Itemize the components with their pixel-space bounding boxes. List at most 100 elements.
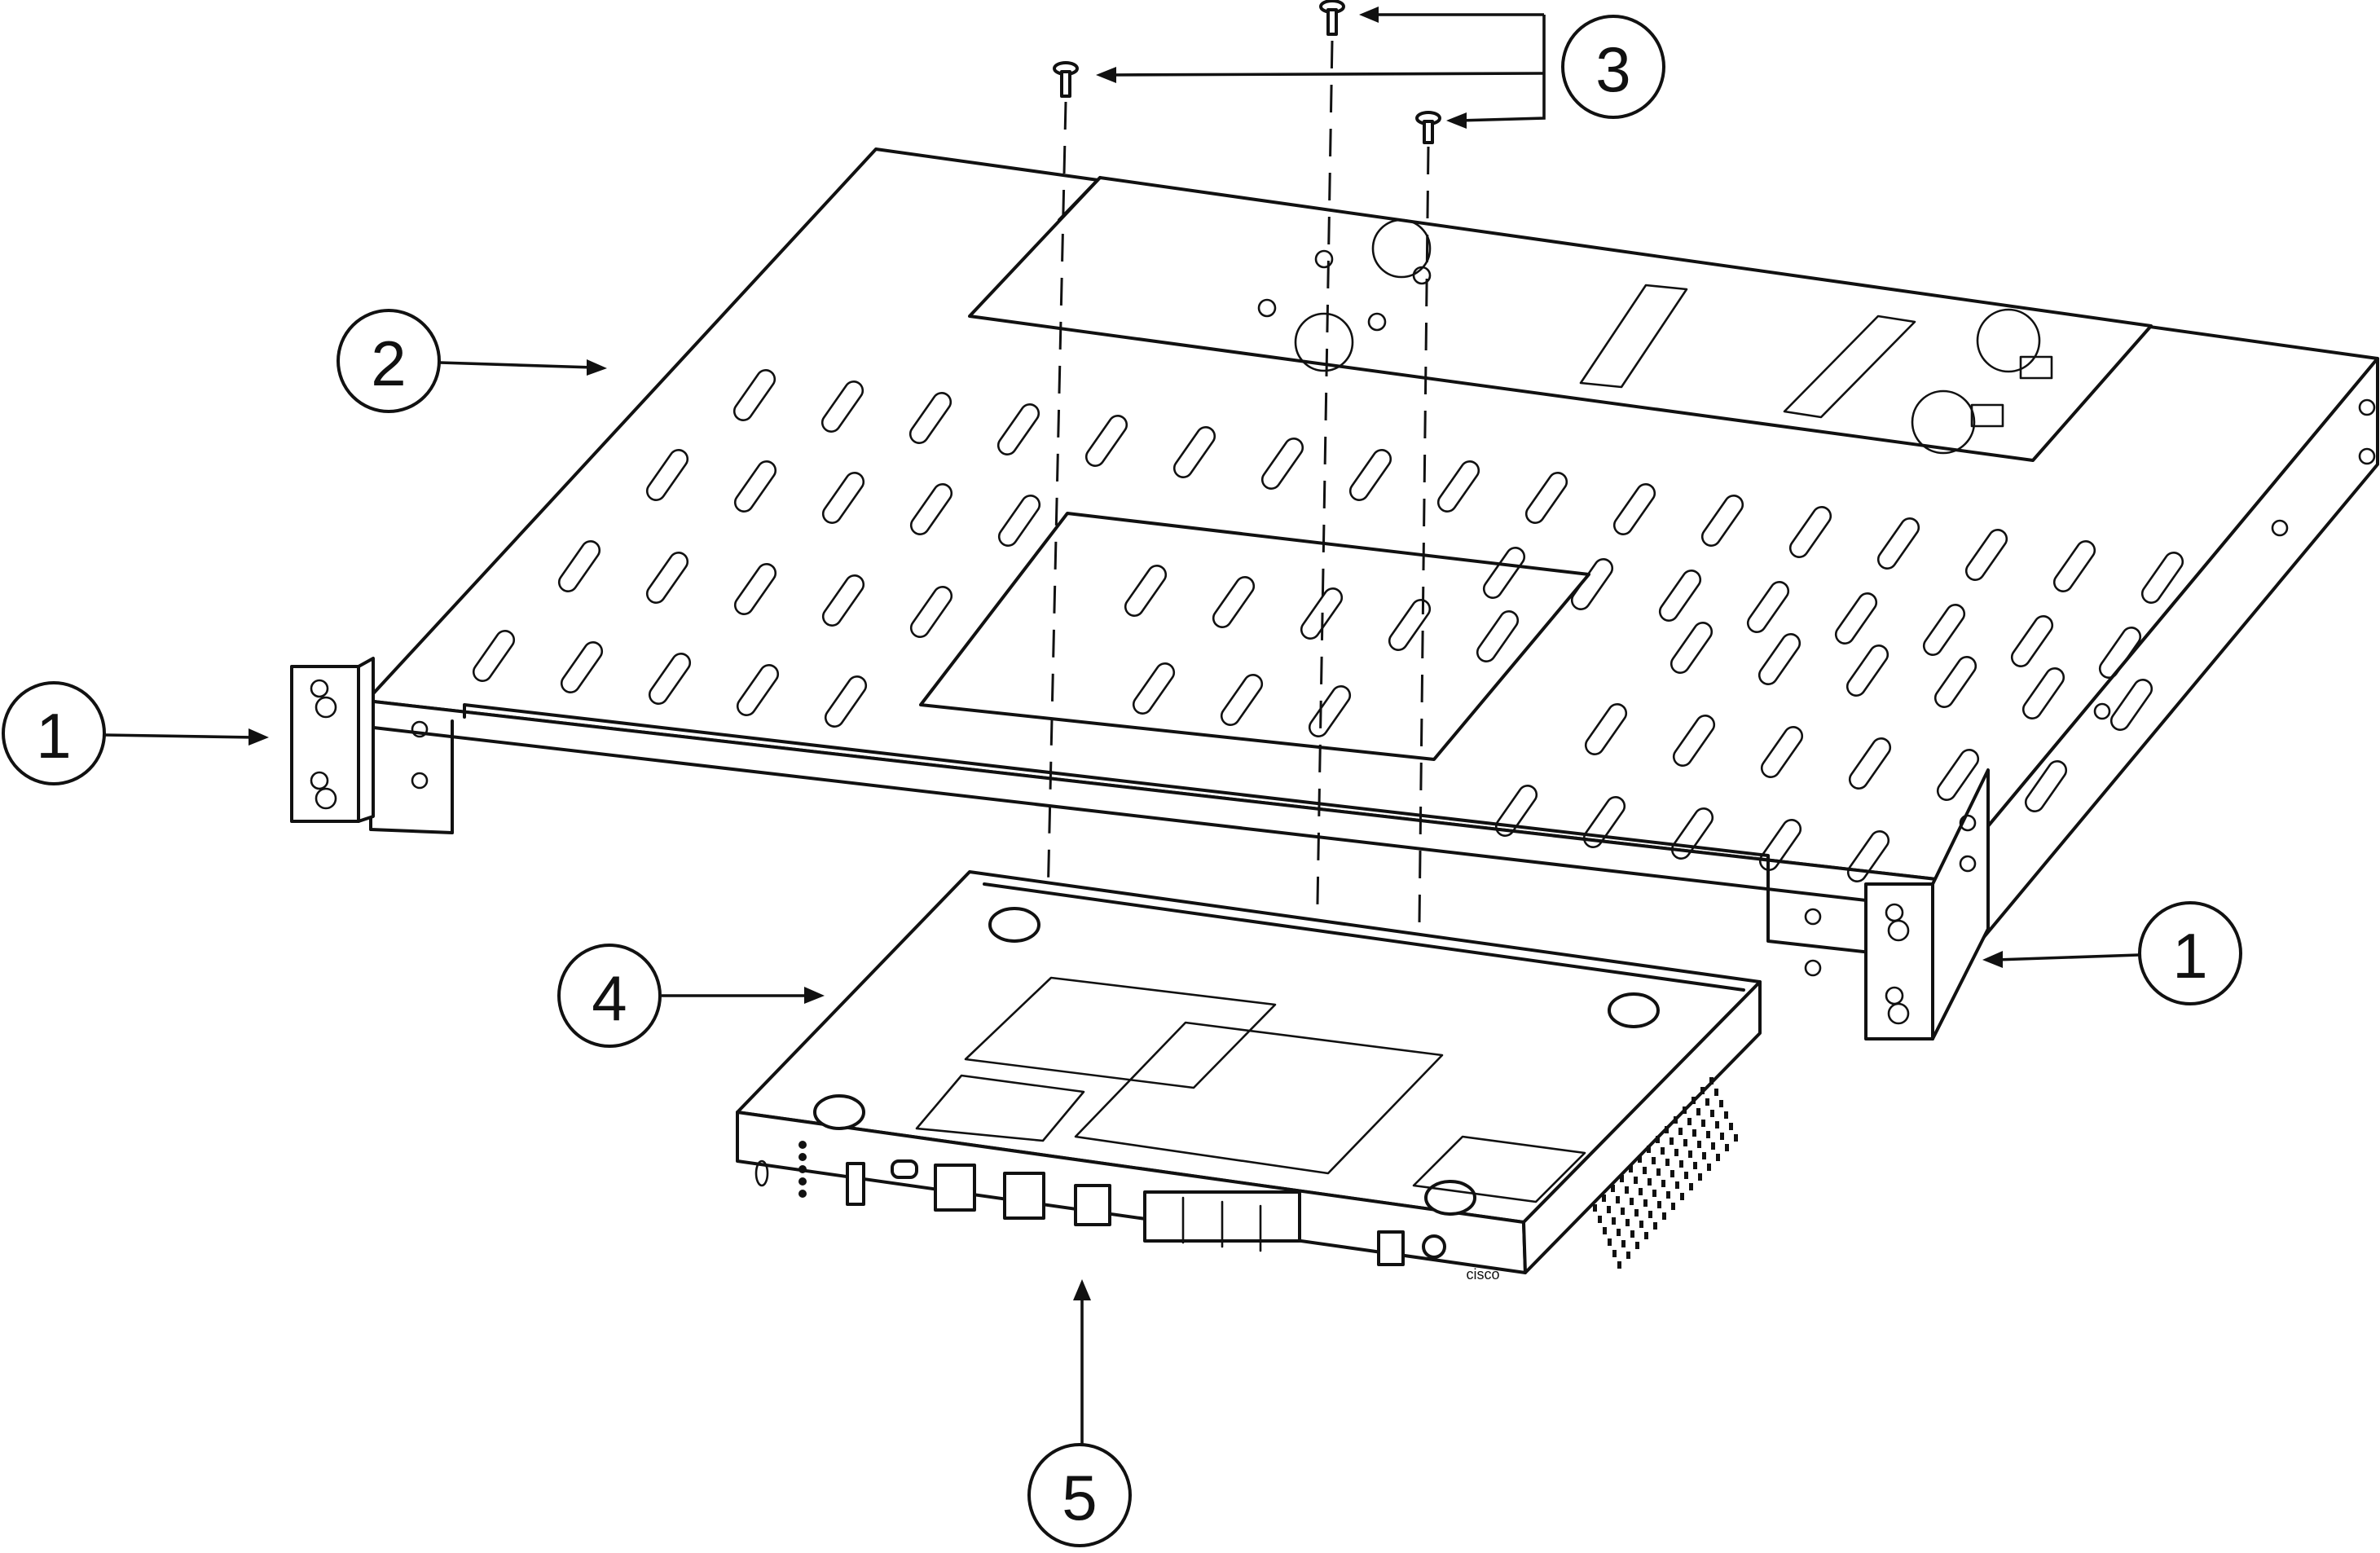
vent-hole <box>1656 1168 1661 1176</box>
callout-4: 4 <box>557 944 662 1048</box>
vent-slot <box>1260 438 1304 490</box>
vent-slot <box>1700 495 1744 547</box>
callout-number: 5 <box>1062 1462 1097 1533</box>
vent-slot <box>1758 819 1802 871</box>
vent-slot <box>1084 415 1128 467</box>
vent-hole <box>1617 1261 1621 1269</box>
vent-hole <box>1652 1190 1656 1197</box>
vent-slot <box>2109 679 2153 731</box>
vent-hole <box>1724 1111 1728 1119</box>
vent-slot <box>1670 807 1714 860</box>
vent-hole <box>1661 1180 1665 1187</box>
vent-hole <box>1629 1165 1633 1172</box>
callout-4-leader <box>662 987 825 1004</box>
sfp-port <box>1074 1184 1111 1226</box>
reset-button <box>1422 1234 1446 1259</box>
vent-hole <box>1709 1077 1714 1084</box>
vent-hole <box>1635 1242 1639 1249</box>
mounting-ear-left <box>290 657 429 823</box>
vent-slot <box>1524 472 1568 524</box>
callout-3-leader <box>1096 7 1546 129</box>
vent-slot <box>1482 547 1526 599</box>
vent-hole <box>1593 1204 1597 1212</box>
vent-slot <box>1670 622 1714 674</box>
router-label-area <box>964 976 1277 1089</box>
vent-slot <box>1124 565 1168 617</box>
vent-hole <box>1662 1212 1666 1220</box>
vent-hole <box>1670 1137 1674 1145</box>
vent-slot <box>909 586 953 638</box>
vent-hole <box>1643 1199 1648 1207</box>
vent-slot <box>560 641 604 693</box>
vent-slot <box>1476 610 1520 662</box>
vent-slot <box>1612 483 1656 535</box>
vent-slot <box>1848 737 1892 790</box>
vent-hole <box>1711 1142 1715 1150</box>
vent-slot <box>1132 662 1176 715</box>
vent-slot <box>645 449 689 501</box>
vent-slot <box>821 472 865 524</box>
vent-slot <box>1582 796 1626 848</box>
vent-hole <box>1674 1116 1678 1124</box>
vent-slot <box>1845 645 1889 697</box>
vent-slot <box>1436 460 1480 513</box>
vent-slot <box>1936 749 1980 801</box>
router-side <box>1522 980 1762 1274</box>
alignment-lines <box>1045 40 1430 1064</box>
vent-hole <box>1725 1144 1729 1151</box>
callout-1-right: 1 <box>2138 901 2242 1005</box>
vent-slot <box>1746 581 1790 633</box>
vent-slot <box>1846 830 1890 882</box>
vent-hole <box>1697 1141 1701 1148</box>
shelf-top-plate <box>968 176 2153 462</box>
screw <box>1415 111 1441 144</box>
wan-port <box>1003 1172 1045 1220</box>
vent-hole <box>1607 1206 1611 1213</box>
vent-slot <box>1570 558 1614 610</box>
vent-hole <box>1648 1211 1652 1218</box>
callout-2-leader <box>439 359 607 376</box>
vent-hole <box>1670 1170 1674 1177</box>
vent-hole <box>1679 1160 1683 1168</box>
vent-slot <box>1220 674 1264 726</box>
usb-c-port <box>891 1159 918 1179</box>
vent-slot <box>1922 604 1966 656</box>
vent-slot <box>1308 685 1352 737</box>
vent-slot <box>1876 517 1920 570</box>
vent-slot <box>824 675 868 728</box>
vent-slot <box>1758 633 1801 685</box>
vent-hole <box>1700 1087 1705 1094</box>
power-connector <box>1377 1230 1405 1266</box>
callout-1-left: 1 <box>2 681 106 785</box>
router-front-ports: cisco <box>754 1141 1500 1282</box>
vent-hole <box>1683 1106 1687 1114</box>
vent-hole <box>1715 1121 1719 1128</box>
vent-hole <box>1625 1186 1629 1194</box>
vent-hole <box>1729 1123 1733 1130</box>
shelf-front-skirt <box>463 703 1880 955</box>
vent-hole <box>1716 1154 1720 1161</box>
vent-hole <box>1621 1240 1626 1247</box>
vent-hole <box>1698 1173 1702 1181</box>
vent-hole <box>1680 1193 1684 1200</box>
vent-hole <box>1706 1131 1710 1138</box>
vent-hole <box>1689 1183 1693 1190</box>
vent-slot <box>1672 715 1716 767</box>
vent-slot <box>2021 667 2065 719</box>
vent-slot <box>2010 615 2054 667</box>
vent-slot <box>820 381 864 433</box>
vent-hole <box>1692 1129 1696 1137</box>
vent-hole <box>1692 1097 1696 1104</box>
vent-hole <box>1674 1149 1678 1156</box>
vent-hole <box>1719 1100 1723 1107</box>
callout-number: 2 <box>371 328 406 399</box>
usb-port <box>846 1162 865 1206</box>
shelf-vent-slots <box>472 369 2184 894</box>
vent-slot <box>1212 576 1256 628</box>
callout-3: 3 <box>1561 15 1665 119</box>
vent-hole <box>1684 1172 1688 1179</box>
vent-hole <box>1634 1177 1638 1184</box>
callout-number: 1 <box>2172 920 2207 992</box>
vent-hole <box>1617 1229 1621 1236</box>
vent-hole <box>1621 1208 1625 1215</box>
